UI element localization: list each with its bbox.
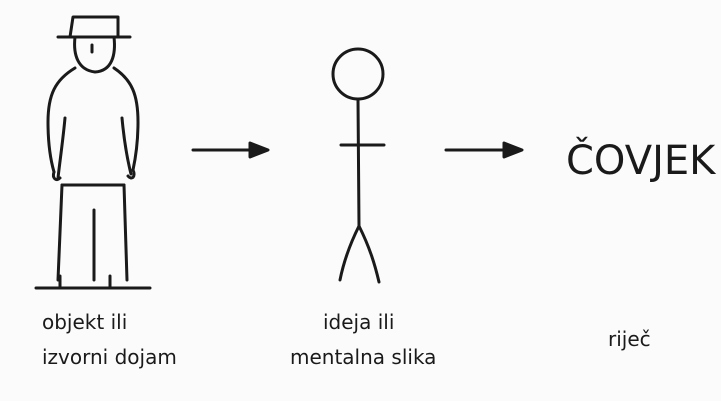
word-text: ČOVJEK xyxy=(566,138,715,184)
object-label-line2: izvorni dojam xyxy=(42,342,177,372)
arrow-right-icon xyxy=(446,143,522,157)
word-label: riječ xyxy=(608,324,651,354)
arrow-right-icon xyxy=(193,143,268,157)
idea-label-line1: ideja ili xyxy=(323,307,394,337)
stick-figure-icon xyxy=(333,49,384,282)
idea-label-line2: mentalna slika xyxy=(290,342,436,372)
man-figure-icon xyxy=(36,17,150,288)
object-label-line1: objekt ili xyxy=(42,307,127,337)
